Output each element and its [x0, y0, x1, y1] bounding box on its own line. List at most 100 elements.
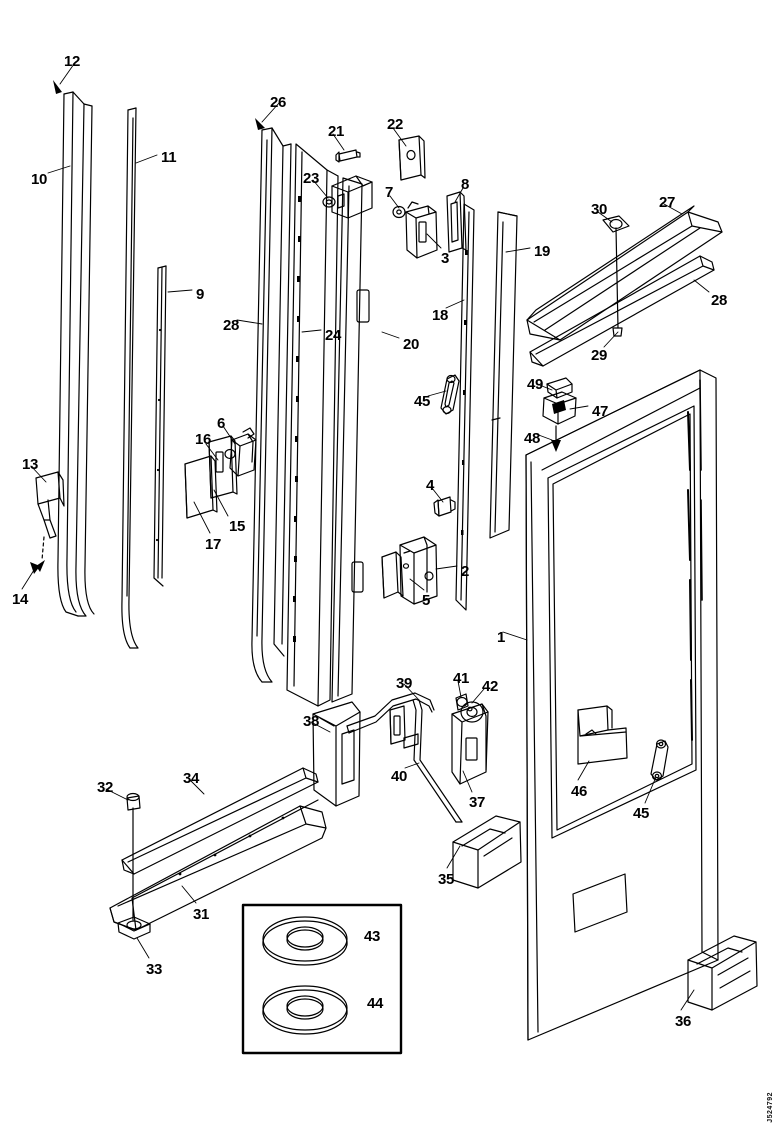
callout-ref-29: 29	[591, 347, 608, 364]
callout-ref-21: 21	[328, 123, 345, 140]
part-36-handle-pad	[687, 935, 758, 1011]
callout-ref-28: 28	[711, 292, 728, 309]
part-14-arrow	[36, 560, 45, 572]
part-46-bracket	[577, 705, 628, 765]
part-1-door-panel	[525, 369, 719, 1041]
part-48-pin	[551, 425, 561, 452]
callout-ref-11: 11	[161, 149, 177, 166]
part-4-bolt	[433, 496, 456, 517]
part-47-knob	[542, 391, 577, 425]
callout-ref-38: 38	[303, 713, 320, 730]
callout-ref-28: 28	[223, 317, 240, 334]
part-5-bracket	[381, 551, 404, 599]
callout-ref-36: 36	[675, 1013, 692, 1030]
part-35-handle-pad	[452, 815, 522, 889]
leader-lines	[21, 63, 710, 1011]
washer-detail-inset	[241, 903, 403, 1055]
part-14-leader-dash	[41, 536, 45, 561]
part-18-frame-strip	[455, 203, 475, 611]
part-34-rail	[121, 767, 319, 875]
part-28-rivet	[612, 227, 623, 337]
callout-ref-37: 37	[469, 794, 486, 811]
callout-ref-34: 34	[183, 770, 200, 787]
callout-ref-24: 24	[325, 327, 342, 344]
callout-ref-15: 15	[229, 518, 246, 535]
part-24-frame-member	[286, 143, 339, 707]
part-39-rod	[346, 692, 435, 734]
exploded-assembly-artwork	[21, 63, 758, 1055]
part-44-washer	[262, 985, 348, 1035]
part-19-run-channel	[489, 211, 518, 539]
callout-ref-7: 7	[385, 184, 394, 201]
part-22-plate	[398, 135, 426, 181]
part-45-handle-upper	[440, 374, 460, 415]
callout-ref-19: 19	[534, 243, 551, 260]
part-37-latch-handle	[451, 703, 489, 785]
callout-ref-18: 18	[432, 307, 449, 324]
callout-ref-46: 46	[571, 783, 588, 800]
callout-ref-16: 16	[195, 431, 212, 448]
part-9-seal-strip	[153, 265, 167, 587]
callout-ref-39: 39	[396, 675, 413, 692]
callout-ref-4: 4	[426, 477, 435, 494]
part-3-latch-body	[405, 201, 438, 259]
callout-ref-23: 23	[303, 170, 320, 187]
callout-ref-31: 31	[193, 906, 210, 923]
callout-ref-20: 20	[403, 336, 420, 353]
callout-ref-32: 32	[97, 779, 114, 796]
callout-ref-17: 17	[205, 536, 222, 553]
part-45-handle-lower	[650, 739, 669, 781]
part-2-latch-bracket	[399, 536, 438, 605]
part-27-upper-rail	[526, 205, 723, 341]
callout-ref-47: 47	[592, 403, 609, 420]
part-40-rod	[403, 699, 463, 823]
part-7-fastener	[392, 205, 406, 219]
callout-ref-44: 44	[367, 995, 384, 1012]
part-32-bolt	[126, 792, 141, 921]
callout-ref-22: 22	[387, 116, 404, 133]
callout-ref-10: 10	[31, 171, 48, 188]
callout-ref-48: 48	[524, 430, 541, 447]
callout-ref-45: 45	[633, 805, 650, 822]
part-6-latch-assembly	[224, 427, 257, 477]
callout-ref-5: 5	[422, 592, 431, 609]
callout-ref-3: 3	[441, 250, 450, 267]
part-15-plate	[208, 435, 238, 499]
part-38-panel-left	[312, 701, 361, 807]
part-39-bracket	[389, 705, 406, 745]
part-28-channel	[251, 127, 292, 683]
part-10-seal-strip	[57, 91, 95, 617]
callout-ref-41: 41	[453, 670, 470, 687]
callout-ref-2: 2	[461, 563, 470, 580]
callout-ref-49: 49	[527, 376, 544, 393]
part-21-bolt	[335, 149, 361, 163]
callout-ref-42: 42	[482, 678, 499, 695]
callout-ref-43: 43	[364, 928, 381, 945]
part-17-plate	[184, 455, 218, 519]
part-13-bracket	[35, 471, 65, 539]
callout-ref-14: 14	[12, 591, 29, 608]
part-20-glass-panel	[331, 177, 370, 703]
part-43-washer	[262, 916, 348, 966]
drawing-number: J524792	[767, 1092, 774, 1123]
part-29-lower-rail	[529, 255, 715, 367]
callout-ref-13: 13	[22, 456, 39, 473]
callout-ref-12: 12	[64, 53, 81, 70]
callout-ref-1: 1	[497, 629, 506, 646]
callout-ref-30: 30	[591, 201, 608, 218]
callout-ref-35: 35	[438, 871, 455, 888]
part-19-left-bracket	[36, 472, 60, 504]
part-8-bracket-strip	[446, 191, 467, 253]
callout-ref-45: 45	[414, 393, 431, 410]
callout-ref-9: 9	[196, 286, 205, 303]
part-23-hinge-body	[331, 175, 373, 219]
callout-ref-8: 8	[461, 176, 470, 193]
callout-ref-26: 26	[270, 94, 287, 111]
part-33-washer	[117, 916, 151, 940]
part-41-fastener	[455, 693, 469, 711]
callout-ref-40: 40	[391, 768, 408, 785]
callout-ref-6: 6	[217, 415, 226, 432]
callout-ref-33: 33	[146, 961, 163, 978]
part-23-pin	[322, 196, 336, 208]
